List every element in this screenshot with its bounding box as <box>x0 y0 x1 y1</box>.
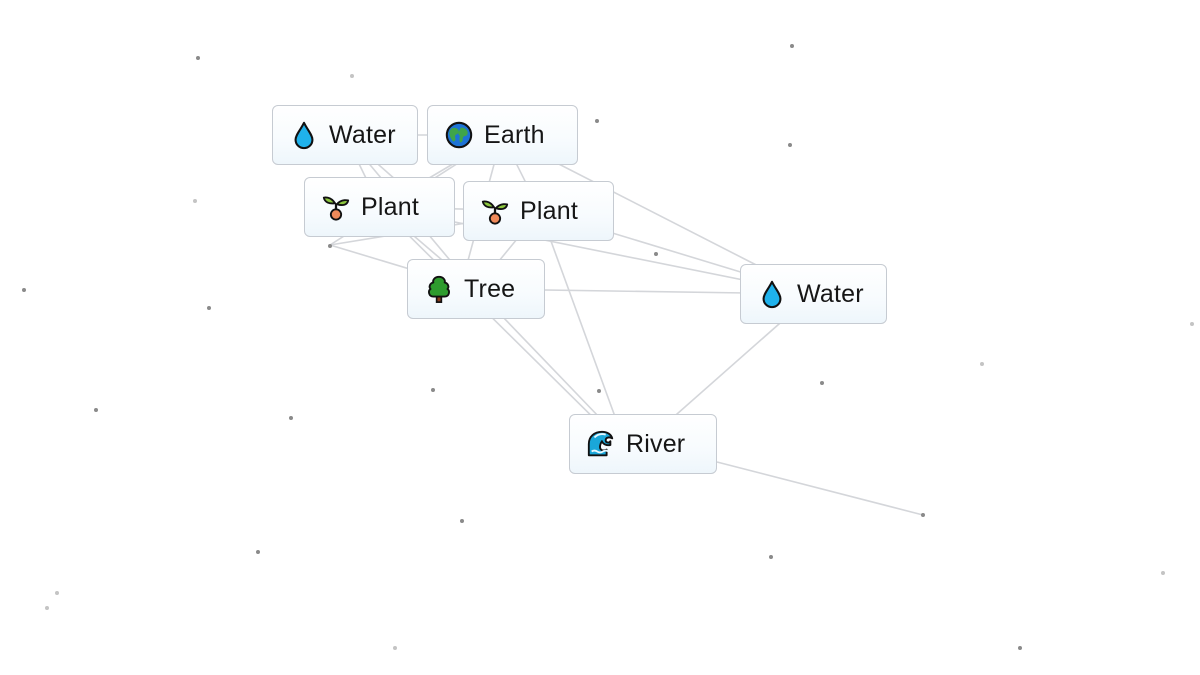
element-label: Tree <box>464 274 516 303</box>
element-water[interactable]: Water <box>272 105 418 165</box>
particle-dot <box>393 646 397 650</box>
particle-dot <box>328 244 332 248</box>
globe-earth-icon <box>444 120 474 150</box>
element-label: Water <box>797 279 864 308</box>
element-label: Earth <box>484 120 545 149</box>
element-label: River <box>626 429 686 458</box>
particle-dot <box>45 606 49 610</box>
particle-dot <box>207 306 211 310</box>
particle-dot <box>1018 646 1022 650</box>
element-river[interactable]: River <box>569 414 717 474</box>
particle-dot <box>790 44 794 48</box>
particle-dot <box>1190 322 1194 326</box>
particle-dot <box>22 288 26 292</box>
particle-dot <box>597 389 601 393</box>
particle-dot <box>595 119 599 123</box>
particle-dot <box>94 408 98 412</box>
particle-dot <box>769 555 773 559</box>
particle-dot <box>921 513 925 517</box>
particle-dot <box>193 199 197 203</box>
particle-dot <box>289 416 293 420</box>
element-plant[interactable]: Plant <box>304 177 455 237</box>
element-tree[interactable]: Tree <box>407 259 545 319</box>
element-label: Water <box>329 120 396 149</box>
particle-dot <box>460 519 464 523</box>
deciduous-tree-icon <box>424 274 454 304</box>
particle-dot <box>431 388 435 392</box>
particle-dot <box>820 381 824 385</box>
water-wave-icon <box>586 429 616 459</box>
particle-dot <box>55 591 59 595</box>
water-droplet-icon <box>757 279 787 309</box>
water-droplet-icon <box>289 120 319 150</box>
particle-dot <box>1161 571 1165 575</box>
element-earth[interactable]: Earth <box>427 105 578 165</box>
seedling-icon <box>321 192 351 222</box>
connection-line <box>539 210 626 445</box>
element-label: Plant <box>361 192 419 221</box>
particle-dot <box>196 56 200 60</box>
particle-dot <box>654 252 658 256</box>
seedling-icon <box>480 196 510 226</box>
particle-dot <box>788 143 792 147</box>
element-plant[interactable]: Plant <box>463 181 614 241</box>
particle-dot <box>256 550 260 554</box>
connection-line <box>379 206 621 445</box>
particle-dot <box>980 362 984 366</box>
connection-line <box>716 461 924 516</box>
element-water[interactable]: Water <box>740 264 887 324</box>
particle-dot <box>350 74 354 78</box>
element-label: Plant <box>520 196 578 225</box>
